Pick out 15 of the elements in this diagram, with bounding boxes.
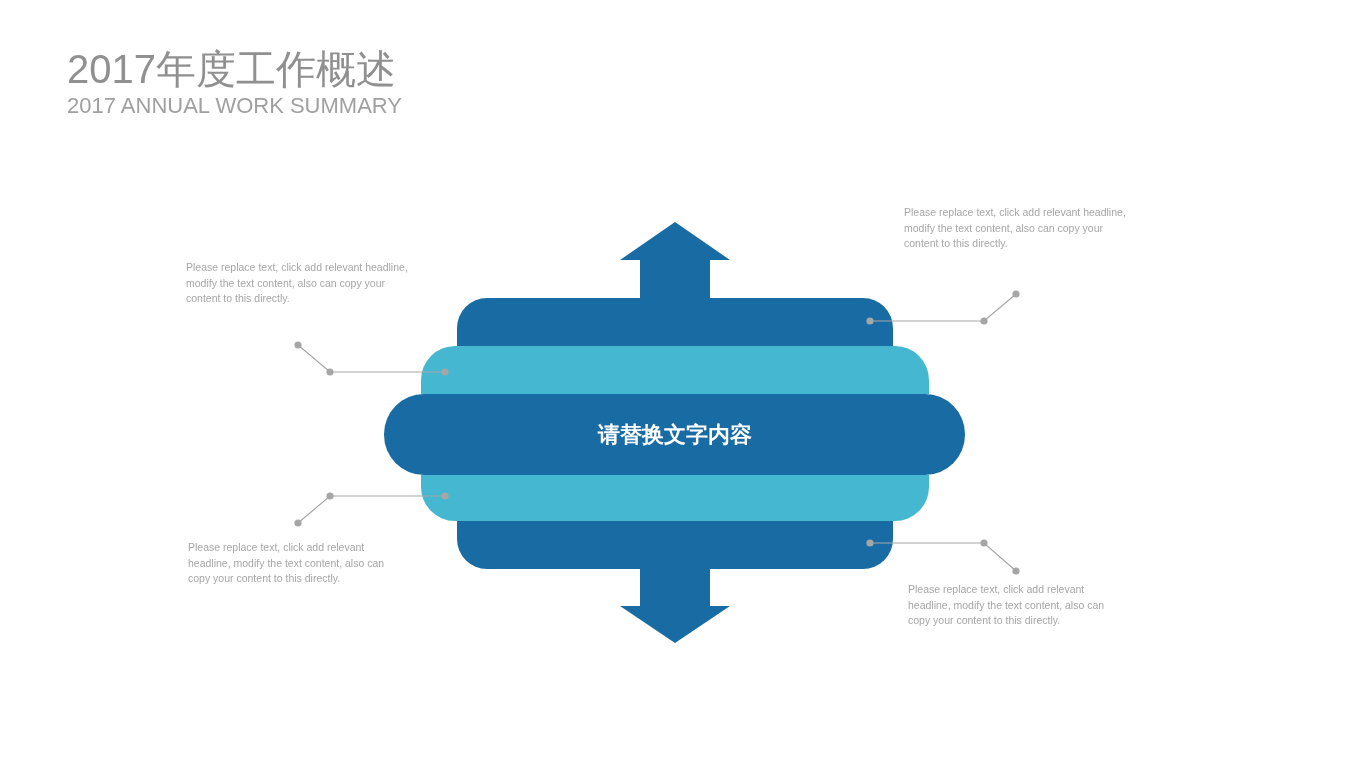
note-text: Please replace text, click add relevant headline, modify the text content, also can copy your content to this directly.: [188, 540, 396, 587]
note-text: Please replace text, click add relevant headline, modify the text content, also can copy your content to this directly.: [904, 205, 1136, 252]
band: [457, 298, 893, 346]
band: [421, 346, 929, 394]
leader-line: [294, 492, 449, 527]
band: [421, 475, 929, 521]
leader-line: [866, 290, 1020, 325]
leader-line: [866, 539, 1020, 575]
note-text: Please replace text, click add relevant headline, modify the text content, also can copy your content to this directly.: [908, 582, 1116, 629]
note-text: Please replace text, click add relevant headline, modify the text content, also can copy your content to this directly.: [186, 260, 418, 307]
subtitle: 2017 ANNUAL WORK SUMMARY: [67, 93, 402, 119]
slide-title: 2017年度工作概述: [67, 46, 396, 93]
band-label: 请替换文字内容: [597, 420, 752, 449]
leader-line: [294, 341, 449, 376]
band: [457, 521, 893, 569]
